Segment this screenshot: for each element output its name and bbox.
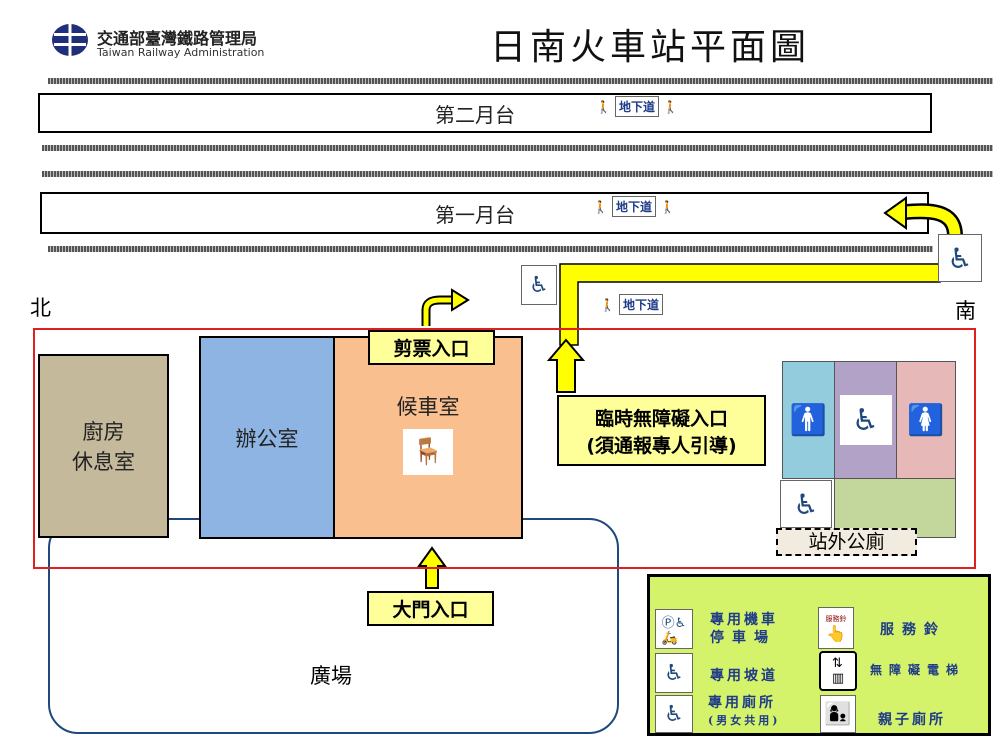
page-title: 日南火車站平面圖 [490,27,811,68]
womens-toilet: 🚺 [896,361,956,479]
family-toilet-icon: 👩‍👦 [820,695,856,733]
temp-accessible-line2: (須通報專人引導) [586,434,737,457]
underpass-label: 地下道 [618,294,663,315]
south-label: 南 [955,299,976,323]
underpass-label: 地下道 [611,196,656,217]
org-name-en: Taiwan Railway Administration [97,46,265,59]
north-label: 北 [30,296,51,320]
underpass-sign: 🚶地下道🚶 [596,96,678,117]
waiting-seat-icon: 🪑 [403,428,453,475]
temp-accessible-entrance-label: 臨時無障礙入口 (須通報專人引導) [557,395,766,466]
ramp-legend-icon: ♿ [655,653,693,693]
legend-parking-l1: 專用機車 [710,612,778,628]
walking-icon: 🚶 [662,99,678,114]
mens-toilet: 🚹 [782,361,835,479]
walking-icon: 🚶 [593,199,608,214]
accessible-toilet-icon: ♿ [839,395,892,445]
walking-icon: 🚶 [659,199,675,214]
track [48,246,933,252]
waiting-room-label: 候車室 [396,394,460,419]
plaza-label: 廣場 [310,664,352,688]
accessible-parking-icon: Ⓟ♿🛵 [655,609,693,649]
platform-1-label: 第一月台 [435,202,515,227]
legend-label: 專用廁所 (男女共用) [708,695,780,729]
legend-service-bell: 服務鈴 [880,622,946,638]
legend: Ⓟ♿🛵 專用機車停車場 服務鈴👆 服務鈴 ♿ 專用坡道 ⇅▥ 無障礙電梯 ♿ 專… [647,574,991,736]
platform-2: 第二月台 [38,93,932,133]
legend-toilet-l1: 專用廁所 [708,695,776,711]
track [42,145,993,151]
underpass-sign: 🚶地下道🚶 [593,196,675,217]
office-label: 辦公室 [235,426,299,451]
service-bell-icon: 服務鈴👆 [818,607,854,649]
temp-accessible-line1: 臨時無障礙入口 [594,407,728,430]
bell-icon-text: 服務鈴 [825,614,847,623]
underpass-label: 地下道 [614,96,659,117]
main-entrance-label: 大門入口 [367,591,494,626]
ticket-gate-entrance-label: 剪票入口 [368,330,495,365]
underpass-sign: 🚶地下道 [600,294,663,315]
outside-toilet-label: 站外公廁 [776,528,917,556]
track [48,78,993,84]
accessible-toilet: ♿ [834,361,897,479]
track [42,171,993,177]
ramp-icon: ♿ [780,480,832,528]
wheelchair-icon: ♿ [521,265,557,305]
walking-icon: 🚶 [596,99,611,114]
legend-ramp: 專用坡道 [710,668,778,684]
org-name-zh: 交通部臺灣鐵路管理局 [97,29,258,48]
accessible-toilet-legend-icon: ♿ [655,695,693,733]
legend-toilet-l2: (男女共用) [708,714,781,727]
kitchen-rest-room: 廚房休息室 [38,354,169,538]
office: 辦公室 [199,336,335,539]
platform-2-label: 第二月台 [435,102,515,127]
tra-logo [50,22,90,58]
elevator-icon: ⇅▥ [819,651,857,691]
waiting-room: 候車室 🪑 [333,336,523,539]
walking-icon: 🚶 [600,297,615,312]
wheelchair-icon: ♿ [938,234,982,282]
legend-family-toilet: 親子廁所 [878,712,946,728]
platform-1: 第一月台 [40,192,929,234]
station-boundary [33,328,976,569]
kitchen-label: 廚房 [82,420,125,444]
legend-label: 專用機車停車場 [710,611,778,647]
legend-parking-l2: 停車場 [710,630,776,646]
rest-room-label: 休息室 [72,450,135,474]
legend-elevator: 無障礙電梯 [870,663,966,677]
